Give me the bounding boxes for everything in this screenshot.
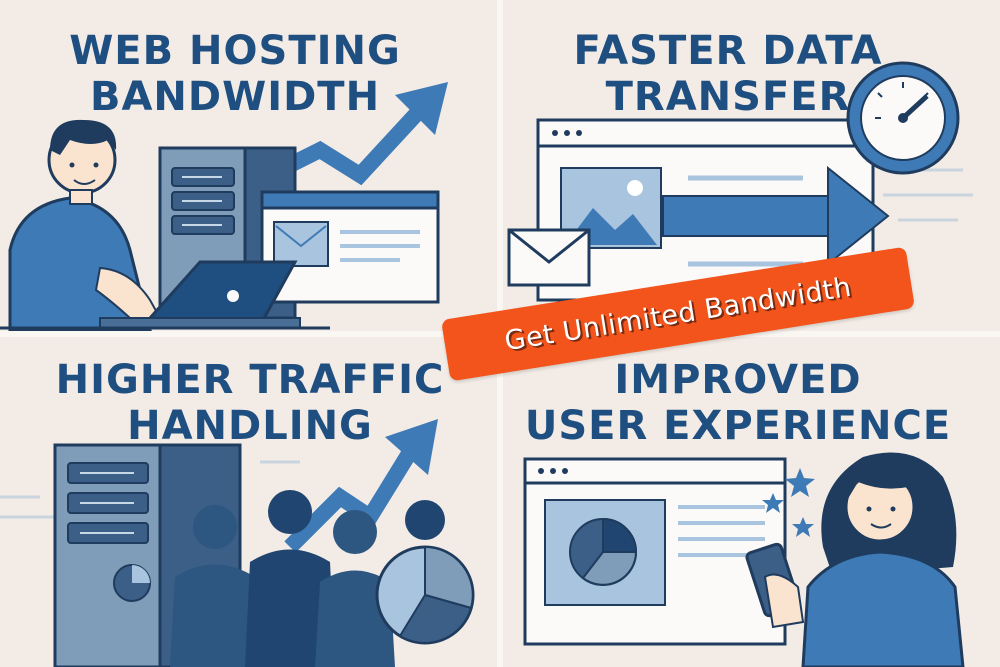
stars-icon (762, 468, 815, 537)
envelope-icon (507, 228, 591, 287)
higher-traffic-heading: HIGHER TRAFFIC HANDLING (50, 357, 450, 449)
browser-window-icon (536, 118, 875, 302)
web-hosting-illustration (0, 82, 448, 331)
heading-line-2: USER EXPERIENCE (524, 403, 952, 449)
user-experience-illustration (523, 452, 965, 667)
person-icon (801, 452, 965, 667)
faster-transfer-heading: FASTER DATA TRANSFER (548, 28, 908, 120)
laptop-icon (99, 260, 301, 329)
heading-line-1: HIGHER TRAFFIC (55, 357, 445, 403)
higher-traffic-illustration (0, 419, 475, 667)
heading-line-1: FASTER DATA (573, 28, 883, 74)
smartphone-icon (745, 542, 805, 629)
heading-line-1: IMPROVED (614, 357, 862, 403)
speedometer-icon (846, 61, 960, 175)
crowd-icon (170, 490, 445, 667)
growth-arrow-icon (284, 419, 438, 553)
heading-line-2: TRANSFER (605, 74, 851, 120)
heading-line-2: HANDLING (127, 403, 373, 449)
panel-improved-user-experience: IMPROVED USER EXPERIENCE (503, 337, 1000, 667)
person-icon (8, 119, 162, 331)
panel-higher-traffic-handling: HIGHER TRAFFIC HANDLING (0, 337, 497, 667)
browser-window-icon (260, 190, 440, 304)
panel-faster-data-transfer: FASTER DATA TRANSFER (503, 0, 1000, 331)
heading-line-2: BANDWIDTH (89, 74, 381, 120)
faster-transfer-illustration (507, 61, 973, 302)
pie-chart-icon (375, 545, 475, 645)
user-experience-heading: IMPROVED USER EXPERIENCE (503, 357, 973, 449)
panel-web-hosting-bandwidth: WEB HOSTING BANDWIDTH (0, 0, 497, 331)
transfer-arrow-icon (662, 165, 890, 267)
heading-line-1: WEB HOSTING (69, 28, 401, 74)
web-hosting-heading: WEB HOSTING BANDWIDTH (40, 28, 430, 120)
browser-window-icon (523, 457, 787, 646)
